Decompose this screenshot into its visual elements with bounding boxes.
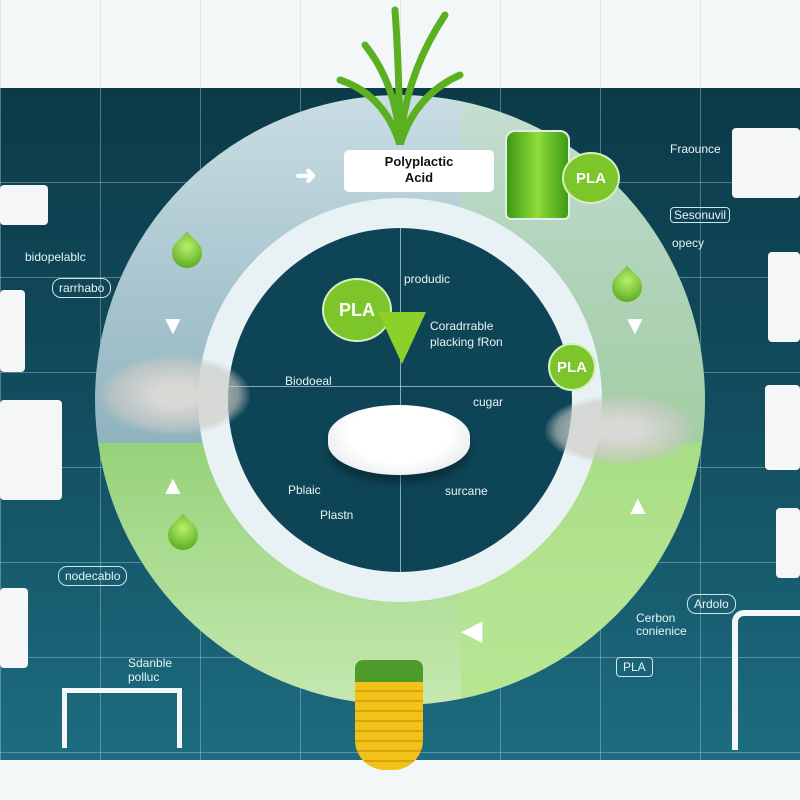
seasonal-pill: Sesonuvil (670, 207, 731, 223)
soluble-label: Sdanble polluc (128, 656, 173, 684)
sheet-card (732, 128, 800, 198)
fragrance-label: Fraounce (670, 142, 721, 156)
image-card-left (0, 290, 25, 372)
arrow-icon: ▼ (622, 310, 648, 340)
corn-plant-icon (355, 660, 423, 770)
down-arrow-icon (378, 312, 426, 364)
ardolo-pill: Ardolo (687, 594, 736, 614)
opacity-label: opecy (672, 236, 705, 250)
recyclable-pill: rarrhabo (52, 278, 112, 298)
pla-pill: PLA (616, 657, 653, 677)
pellets-pile-left (100, 355, 250, 435)
grid-card (765, 385, 800, 470)
plastic-label: Pblaic (288, 483, 321, 497)
bottle-icon (505, 130, 570, 220)
plant-icon (336, 6, 464, 145)
pla-dish-icon (328, 405, 470, 475)
biodegradable-label: bidopelablc (25, 250, 86, 264)
biodegradable-center-label: Biodoeal (285, 374, 332, 388)
title-label: Polyplactic Acid (344, 150, 494, 192)
nodegradable-pill: nodecablo (58, 566, 128, 586)
arrow-icon: ▼ (160, 310, 186, 340)
pellets-card-left (0, 400, 62, 500)
carbon-label: Cerbon conienice (636, 611, 687, 638)
packaging-card (0, 588, 28, 668)
leaf-card (768, 252, 800, 342)
sugar-label: cugar (473, 395, 504, 409)
arrow-icon: ➜ (295, 160, 317, 190)
produce-label: produdic (404, 272, 451, 286)
pipe-outline (732, 610, 800, 750)
pla-badge-right: PLA (548, 343, 596, 391)
compostable-label: Coradrrable placking fRon (430, 319, 503, 349)
pla-badge-top-right: PLA (562, 152, 620, 204)
factory-outline (62, 688, 182, 748)
box-card (776, 508, 800, 578)
recycle-card (0, 185, 48, 225)
pellets-pile-right (545, 395, 695, 465)
title-line1: Polyplactic (384, 154, 454, 169)
sugarcane-label: surcane (445, 484, 488, 498)
plastin-label: Plastn (320, 508, 354, 522)
center-circle (228, 228, 572, 572)
title-line2: Acid (404, 170, 434, 185)
arrow-icon: ▲ (625, 490, 651, 520)
arrow-icon: ▲ (160, 470, 186, 500)
arrow-icon: ◀ (462, 615, 482, 645)
